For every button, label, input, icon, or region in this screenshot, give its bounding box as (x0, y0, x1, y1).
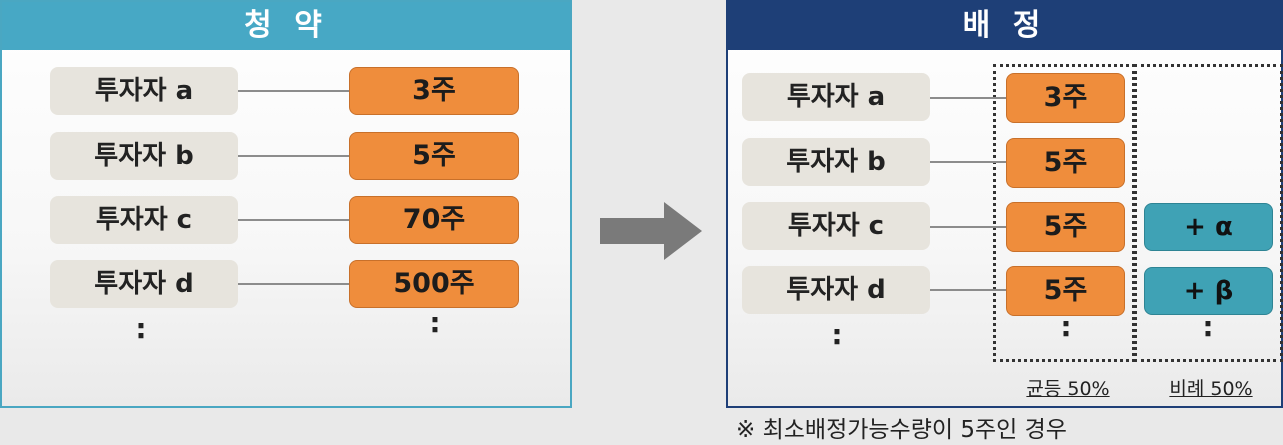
equal-allocation-c: 5주 (1006, 202, 1125, 252)
right-connector-b (930, 161, 1007, 163)
left-connector-b (238, 155, 350, 157)
proportional-allocation-box (1134, 64, 1283, 362)
right-investor-b: 투자자 b (742, 138, 930, 186)
proportional-allocation-c: + α (1144, 203, 1273, 251)
left-connector-d (238, 283, 350, 285)
right-connector-d (930, 289, 1007, 291)
right-investor-d: 투자자 d (742, 266, 930, 314)
equal-allocation-b: 5주 (1006, 138, 1125, 188)
equal-allocation-a: 3주 (1006, 73, 1125, 123)
left-subscription-b: 5주 (349, 132, 519, 180)
proportional-allocation-label: 비례 50% (1169, 378, 1253, 400)
left-subscription-a: 3주 (349, 67, 519, 115)
equal-ellipsis: : (1060, 310, 1072, 343)
left-connector-a (238, 90, 350, 92)
left-subscription-d: 500주 (349, 260, 519, 308)
right-investor-a: 투자자 a (742, 73, 930, 121)
right-connector-c (930, 226, 1007, 228)
left-investor-d: 투자자 d (50, 260, 238, 308)
right-investor-c: 투자자 c (742, 202, 930, 250)
footnote: ※ 최소배정가능수량이 5주인 경우 (736, 417, 1067, 443)
left-investor-b: 투자자 b (50, 132, 238, 180)
proportional-allocation-d: + β (1144, 267, 1273, 315)
left-subscription-ellipsis: : (429, 306, 441, 339)
left-investor-a: 투자자 a (50, 67, 238, 115)
left-subscription-c: 70주 (349, 196, 519, 244)
proportional-ellipsis: : (1202, 310, 1214, 343)
equal-allocation-box (993, 64, 1135, 362)
left-investor-c: 투자자 c (50, 196, 238, 244)
right-investor-ellipsis: : (831, 318, 843, 351)
right-connector-a (930, 97, 1007, 99)
subscription-title: 청 약 (2, 2, 570, 50)
left-investor-ellipsis: : (135, 312, 147, 345)
arrow-right-icon (600, 202, 702, 260)
equal-allocation-d: 5주 (1006, 266, 1125, 316)
allocation-title: 배 정 (728, 2, 1281, 50)
equal-allocation-label: 균등 50% (1026, 378, 1110, 400)
left-connector-c (238, 219, 350, 221)
